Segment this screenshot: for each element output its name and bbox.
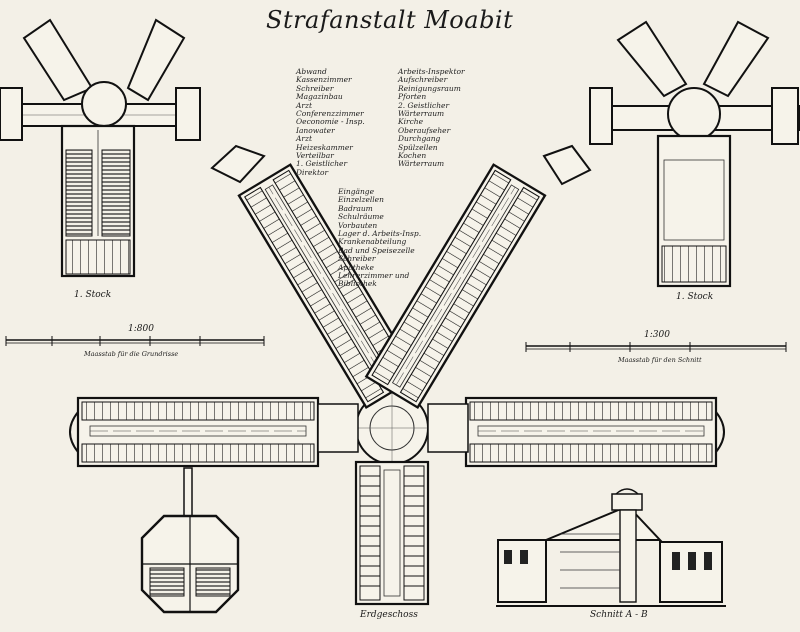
legend-item: Einzelzellen [338,195,384,205]
ground-floor-plan [69,144,725,606]
scale-bar-left [5,336,265,346]
legend-item: Verteilbar [296,151,334,161]
legend-item: Wärterraum [398,159,445,169]
legend-item: Lager d. Arbeits-Insp. [338,229,422,239]
legend-item: Heizeskammer [296,142,353,152]
section-a-b [496,488,726,607]
first-floor-plan-left [0,18,201,278]
legend-item: Krankenabteilung [338,237,407,247]
legend-item: Vorbauten [338,220,378,230]
legend-item: Badraum [338,203,373,213]
legend-item: Ianowater [296,125,335,135]
legend-item: Oeconomie - Insp. [296,117,365,127]
label-ground-floor: Erdgeschoss [360,610,418,620]
legend-item: 1. Geistlicher [296,159,348,169]
legend-column-1: Abwand Kassenzimmer Schreiber Magazinbau… [296,67,365,177]
legend-item: Pforten [398,92,427,102]
legend-item: Schreiber [296,83,334,93]
legend-item: Bad und Speisezelle [338,245,415,255]
legend-item: Oberaufseher [398,125,451,135]
legend-item: 2. Geistlicher [398,100,450,110]
legend-item: Schreiber [338,254,376,264]
legend-item: Arbeits-Inspektor [398,67,465,76]
label-scale-left-caption: Maasstab für die Grundrisse [84,350,179,358]
legend-column-2: Arbeits-Inspektor Aufschreiber Reinigung… [398,67,465,169]
legend-item: Aufschreiber [398,75,448,85]
label-scale-left: 1:800 [128,324,154,334]
label-first-floor-right: 1. Stock [676,292,714,302]
legend-item: Conferenzzimmer [296,109,364,119]
legend-item: Apotheke [338,262,374,272]
legend-item: Kirche [398,117,424,127]
scale-bar-right [525,342,787,352]
label-scale-right: 1:300 [644,330,670,340]
legend-column-3: Eingänge Einzelzellen Badraum Schulräume… [338,187,422,289]
legend-item: Durchgang [398,134,441,144]
legend-item: Magazinbau [296,92,343,102]
legend-item: Abwand [296,67,327,76]
first-floor-plan-right [589,20,800,288]
drawing-title: Strafanstalt Moabit [266,6,514,34]
legend-item: Spülzellen [398,142,438,152]
octagon-building-plan [140,467,240,614]
label-scale-right-caption: Maasstab für den Schnitt [618,356,702,364]
legend-item: Arzt [296,134,312,144]
legend-item: Lehrerzimmer und [338,271,410,281]
legend-item: Eingänge [338,187,375,196]
legend-item: Direktor [296,167,329,177]
legend-item: Reinigungsraum [398,83,461,93]
legend-item: Kassenzimmer [296,75,352,85]
legend-item: Kochen [398,151,427,161]
label-first-floor-left: 1. Stock [74,290,112,300]
label-section: Schnitt A - B [590,610,648,620]
legend-item: Schulräume [338,212,384,222]
legend-item: Arzt [296,100,312,110]
legend-item: Wärterraum [398,109,445,119]
legend-item: Bibliothek [338,279,377,289]
